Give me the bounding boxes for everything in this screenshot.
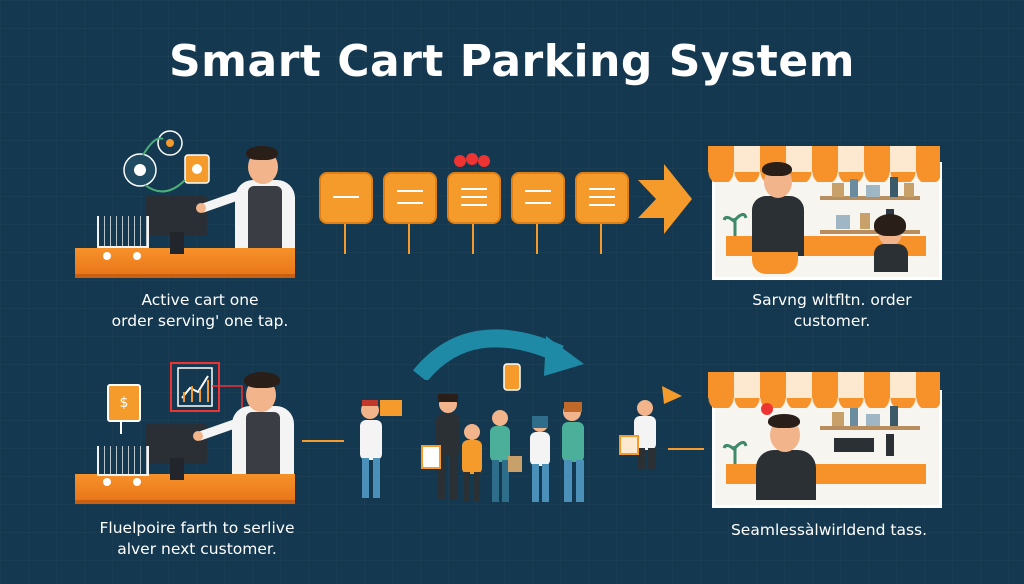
queue-step-icon <box>383 172 437 224</box>
customers-crowd-icon <box>360 363 682 502</box>
awning-scallop <box>708 172 940 182</box>
shopkeeper-hair <box>768 414 800 428</box>
queue-stem <box>472 224 474 254</box>
cart-wheels-icon <box>103 478 141 486</box>
analytics-chart-icon <box>170 362 220 412</box>
caption-line: order serving' one tap. <box>111 312 289 330</box>
queue-step-icon <box>575 172 629 224</box>
cashier-arm <box>193 418 242 441</box>
caption-line: alver next customer. <box>117 540 277 558</box>
caption-top-left: Active cart one order serving' one tap. <box>100 290 300 332</box>
caption-bottom-left: Fluelpoire farth to serlive alver next c… <box>82 518 312 560</box>
cashier-hair <box>244 372 280 388</box>
awning-scallop <box>708 398 940 408</box>
cashier-hair <box>246 146 278 160</box>
cashier-arm <box>196 190 245 213</box>
receipt-icon: $ <box>107 384 141 422</box>
shelf-goods-icon <box>832 406 898 456</box>
shop-shelf <box>820 230 920 234</box>
cashier-apron <box>246 412 280 474</box>
caption-line: Sarvng wltfltn. order <box>752 291 912 309</box>
caption-line: Fluelpoire farth to serlive <box>99 519 295 537</box>
shopping-cart-icon <box>97 446 149 476</box>
shopping-cart-icon <box>97 216 149 248</box>
alert-badge-icon <box>454 153 490 167</box>
caption-bottom-right: Seamlessàlwirldend tass. <box>706 520 952 541</box>
curved-arrow-icon <box>412 329 584 380</box>
queue-stem <box>408 224 410 254</box>
register-stand <box>170 232 184 254</box>
queue-stem <box>344 224 346 254</box>
shop-shelf <box>820 426 920 430</box>
cashier-apron <box>248 186 282 248</box>
notification-badge-icon <box>761 403 773 415</box>
customer-hair <box>874 214 906 236</box>
queue-stem <box>600 224 602 254</box>
plant-icon <box>722 441 748 464</box>
customer-body <box>874 244 908 272</box>
queue-step-icon <box>319 172 373 224</box>
queue-step-icon <box>511 172 565 224</box>
caption-line: Seamlessàlwirldend tass. <box>730 521 928 539</box>
flow-connector <box>668 448 704 450</box>
shop-awning <box>708 146 940 172</box>
queue-step-icon <box>447 172 501 224</box>
shopkeeper-hair <box>762 162 792 176</box>
caption-top-right: Sarvng wltfltn. order customer. <box>722 290 942 332</box>
queue-stem <box>536 224 538 254</box>
shopkeeper-bag <box>752 252 798 274</box>
page-title: Smart Cart Parking System <box>168 36 856 87</box>
shop-awning <box>708 372 940 398</box>
storefront-icon <box>712 390 942 508</box>
chevron-right-arrow-icon <box>638 164 692 234</box>
checkout-counter <box>75 474 295 504</box>
cash-register-icon <box>145 424 207 464</box>
shop-shelf <box>820 196 920 200</box>
caption-line: Active cart one <box>141 291 259 309</box>
connected-devices-icon <box>123 130 210 193</box>
shopkeeper-body <box>752 196 804 256</box>
cart-wheels-icon <box>103 252 141 260</box>
plant-icon <box>722 213 748 236</box>
flow-connector <box>302 440 344 442</box>
register-stand <box>170 458 184 480</box>
cash-register-icon <box>145 196 207 236</box>
checkout-counter <box>75 248 295 278</box>
shopkeeper-body <box>756 450 816 500</box>
receipt-connector <box>120 420 122 434</box>
caption-line: customer. <box>793 312 871 330</box>
